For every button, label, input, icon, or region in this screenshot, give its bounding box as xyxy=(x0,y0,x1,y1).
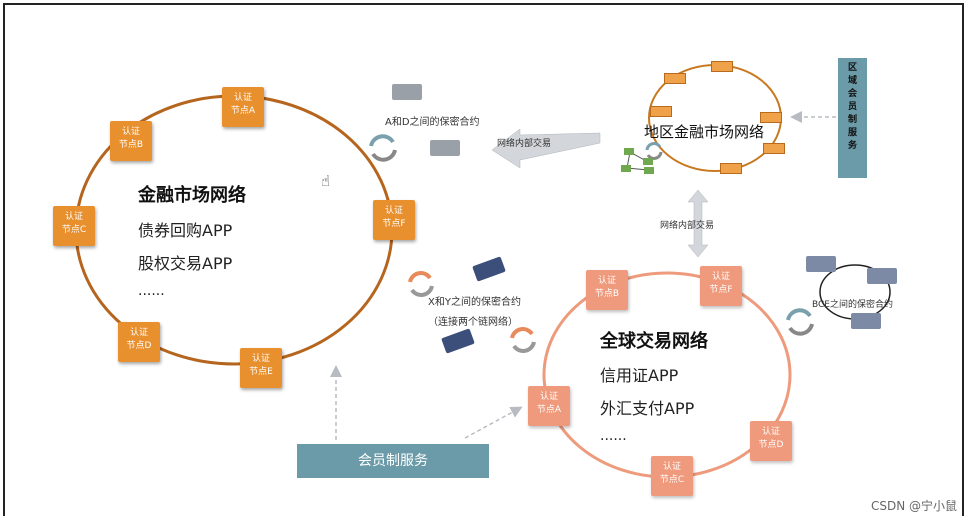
regional-node-2 xyxy=(664,73,686,84)
financial-app-2: 股权交易APP xyxy=(138,254,233,273)
cycle-icon-xy-left xyxy=(408,271,434,297)
hand-cursor-icon: ☝ xyxy=(321,172,331,190)
cycle-icon-ad xyxy=(369,134,397,162)
internal-trade-label-1: 网络内部交易 xyxy=(497,139,552,149)
member-service-bar[interactable]: 会员制服务 xyxy=(297,444,489,478)
financial-node-e: 认证节点E xyxy=(240,348,282,388)
xy-contract-sub-label: （连接两个链网络） xyxy=(428,317,518,328)
contract-card-b xyxy=(806,256,836,272)
network-glyph-icon xyxy=(621,148,654,174)
cycle-icon-bce xyxy=(786,308,814,336)
contract-card-c xyxy=(867,268,897,284)
global-network-title: 全球交易网络 xyxy=(600,331,708,352)
regional-node-6 xyxy=(720,163,742,174)
global-app-more: ...... xyxy=(600,428,627,444)
global-app-1: 信用证APP xyxy=(600,366,679,385)
frame-border xyxy=(3,3,964,516)
financial-node-f: 认证节点F xyxy=(373,200,415,240)
regional-node-1 xyxy=(711,61,733,72)
cycle-icon-xy-right xyxy=(510,327,536,353)
ad-contract-label: A和D之间的保密合约 xyxy=(385,117,480,128)
financial-node-b: 认证节点B xyxy=(110,121,152,161)
watermark: CSDN @宁小鼠 xyxy=(870,499,957,513)
regional-member-service-bar[interactable]: 区域会员制服务 xyxy=(838,58,867,178)
global-node-c: 认证节点C xyxy=(651,456,693,496)
bce-contract-label: BCE之间的保密合约 xyxy=(812,300,893,310)
financial-node-c: 认证节点C xyxy=(53,206,95,246)
financial-node-d: 认证节点D xyxy=(118,322,160,362)
financial-node-a: 认证节点A xyxy=(222,87,264,127)
financial-network-title: 金融市场网络 xyxy=(138,185,246,206)
regional-node-3 xyxy=(650,106,672,117)
regional-global-arrow xyxy=(687,189,709,258)
regional-network-title: 地区金融市场网络 xyxy=(644,123,765,141)
regional-node-5 xyxy=(763,143,785,154)
financial-app-1: 债券回购APP xyxy=(138,221,233,240)
global-node-a: 认证节点A xyxy=(528,386,570,426)
financial-app-more: ...... xyxy=(138,283,165,299)
contract-card-e xyxy=(851,313,881,329)
xy-contract-label: X和Y之间的保密合约 xyxy=(428,297,521,308)
global-node-d: 认证节点D xyxy=(750,421,792,461)
internal-trade-arrow xyxy=(491,128,601,169)
contract-card-a xyxy=(392,84,422,100)
regional-node-4 xyxy=(760,112,782,123)
global-node-f: 认证节点F xyxy=(700,266,742,306)
cycle-icon-regional xyxy=(645,142,663,160)
global-node-b: 认证节点B xyxy=(586,270,628,310)
global-app-2: 外汇支付APP xyxy=(600,399,695,418)
member-service-arrow-right xyxy=(464,406,523,439)
contract-card-d xyxy=(430,140,460,156)
internal-trade-label-2: 网络内部交易 xyxy=(660,221,715,231)
